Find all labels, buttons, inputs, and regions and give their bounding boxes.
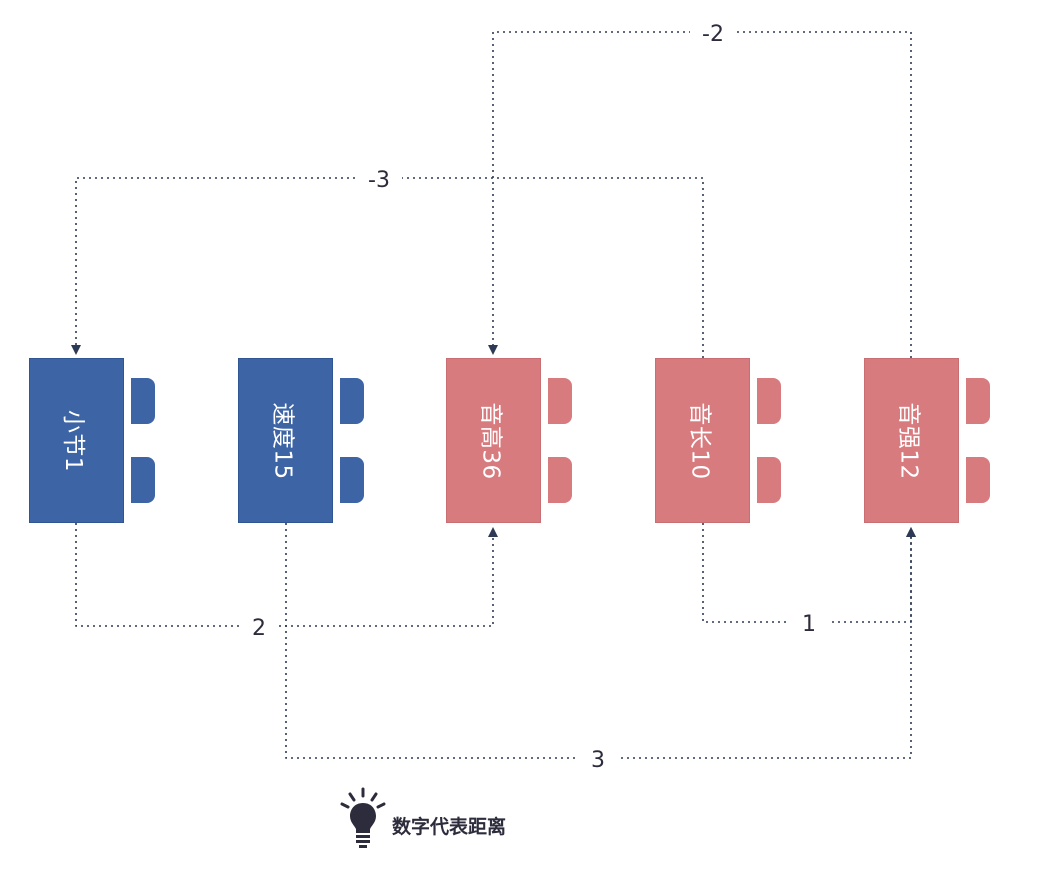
node-label: 速度15 xyxy=(269,401,296,480)
node-tab-top xyxy=(757,378,781,424)
node-bar-1[interactable]: 小节1 xyxy=(29,358,124,523)
node-speed-15[interactable]: 速度15 xyxy=(238,358,333,523)
edge-n4-n5: 1 xyxy=(702,523,916,637)
edge-n4-n1: -3 xyxy=(71,166,704,358)
node-label: 小节1 xyxy=(60,409,87,472)
legend-note: 数字代表距离 xyxy=(338,786,506,850)
node-tab-top xyxy=(131,378,155,424)
node-pitch-36[interactable]: 音高36 xyxy=(446,358,541,523)
node-tab-top xyxy=(340,378,364,424)
legend-text: 数字代表距离 xyxy=(392,815,507,838)
node-tab-bottom xyxy=(757,457,781,503)
edge-n2-n5: 3 xyxy=(285,523,916,773)
edge-label: -2 xyxy=(702,22,724,47)
node-duration-10[interactable]: 音长10 xyxy=(655,358,750,523)
edge-n5-n3: -2 xyxy=(488,20,912,358)
lightbulb-icon xyxy=(340,787,386,848)
edge-label: -3 xyxy=(368,168,390,193)
node-tab-bottom xyxy=(966,457,990,503)
node-tab-top xyxy=(548,378,572,424)
node-velocity-12[interactable]: 音强12 xyxy=(864,358,959,523)
node-label: 音强12 xyxy=(895,401,922,480)
node-tab-bottom xyxy=(548,457,572,503)
node-tab-bottom xyxy=(340,457,364,503)
node-label: 音高36 xyxy=(477,401,504,480)
edge-label: 3 xyxy=(591,748,605,773)
node-label: 音长10 xyxy=(686,401,713,480)
node-tab-top xyxy=(966,378,990,424)
edge-label: 2 xyxy=(252,616,266,641)
edge-n1-n3: 2 xyxy=(75,523,498,641)
edge-label: 1 xyxy=(802,612,816,637)
node-tab-bottom xyxy=(131,457,155,503)
